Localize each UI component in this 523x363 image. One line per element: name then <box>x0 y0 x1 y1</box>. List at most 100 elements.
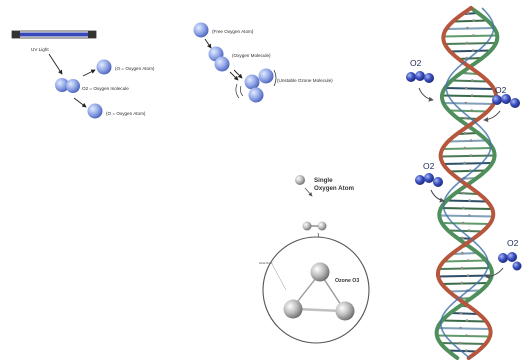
single-oxygen-atom <box>295 175 305 185</box>
dna-atom-dot <box>470 94 474 97</box>
dna-atom-dot <box>462 191 466 195</box>
dna-atom-dot <box>465 334 468 337</box>
dna-atom-dot <box>472 34 475 37</box>
dna-atom-dot <box>464 116 467 120</box>
dna-atom-dot <box>469 169 472 172</box>
weak-bond-pointer <box>271 263 287 291</box>
dna-atom-dot <box>459 311 463 315</box>
dna-atom-dot <box>459 326 463 330</box>
dna-base-pair <box>448 169 487 173</box>
ozone-formation-panel: (Free Oxygen Atom) (Oxygen Molecule) (Un… <box>193 22 333 103</box>
weak-bond-label: Weak Bond <box>259 261 273 265</box>
uv-lamp <box>11 30 97 39</box>
dna-base-pair <box>442 162 493 165</box>
ozone-circle <box>262 236 370 344</box>
dna-base-pair <box>447 349 479 353</box>
dna-base-pair <box>448 229 484 233</box>
dna-atom-dot <box>463 131 467 135</box>
uv-panel: UV Light (O = Oxygen Atom) O2 = Oxygen m… <box>11 30 155 119</box>
dna-base-pair <box>446 27 495 30</box>
dna-base-pair <box>452 252 478 255</box>
dna-atom-dot <box>471 79 474 82</box>
dna-atom-dot <box>466 259 470 262</box>
single-atom-label-1: Single <box>314 177 333 184</box>
free-oxygen-atom-label: (Free Oxygen Atom) <box>212 29 254 34</box>
split-arrow-up <box>82 69 96 77</box>
oxygen-atom-bottom-label: (O = Oxygen Atom) <box>106 111 146 116</box>
dna-atom-dot <box>468 199 471 202</box>
dna-base-pair <box>439 267 491 270</box>
split-arrow-down <box>73 97 87 108</box>
dna-base-pair <box>440 154 495 158</box>
o2-group-2: O2 <box>483 85 520 123</box>
oxygen-atom-top <box>96 59 112 75</box>
dna-base-pair <box>449 139 487 143</box>
dna-atom-dot <box>461 251 464 255</box>
dna-panel: O2 O2 O2 O2 <box>406 6 522 360</box>
dna-base-pair <box>448 109 489 113</box>
dna-atom-dot <box>460 281 464 285</box>
dna-atom-dot <box>470 109 474 112</box>
o2-label-1: O2 <box>410 58 422 68</box>
dna-atom-dot <box>469 154 472 157</box>
oxygen-atom-bottom <box>87 103 103 119</box>
dna-base-pair <box>439 214 494 218</box>
dna-atom-dot <box>471 49 475 52</box>
dna-base-pair <box>444 259 487 263</box>
dna-atom-dot <box>465 319 469 322</box>
o2-group-3: O2 <box>415 161 445 203</box>
uv-bar <box>20 32 88 37</box>
dna-base-pair <box>453 19 488 23</box>
dna-atom-dot <box>472 19 476 22</box>
dna-atom-dot <box>461 221 465 225</box>
dna-base-pair <box>440 207 492 210</box>
oxygen-atom-top-label: (O = Oxygen Atom) <box>115 66 155 71</box>
dna-base-pair <box>442 319 486 323</box>
dna-base-pair <box>447 289 482 293</box>
dna-atom-dot <box>460 266 464 270</box>
dna-base-pair <box>451 79 488 83</box>
dna-base-pair <box>446 199 487 203</box>
dna-strand-blue <box>439 7 495 359</box>
ozone-o3-label: Ozone O3 <box>335 278 359 284</box>
dna-atom-dot <box>463 146 467 150</box>
o2-label-2: O2 <box>495 85 507 95</box>
dna-atom-dot <box>465 71 468 75</box>
dna-base-pair <box>437 327 490 330</box>
o2-label-4: O2 <box>507 238 519 248</box>
dna-atom-dot <box>465 41 469 45</box>
dna-base-pair <box>442 147 493 150</box>
o2-grey-molecule <box>302 221 327 231</box>
dna-base-pair <box>444 87 494 90</box>
dna-atom-dot <box>464 349 468 352</box>
dna-base-pair <box>455 192 478 195</box>
o2-label-3: O2 <box>423 161 435 171</box>
dna-base-pair <box>449 49 491 53</box>
dna-base-pair <box>458 132 479 135</box>
dna-base-pair <box>444 42 497 45</box>
dna-base-pair <box>440 342 487 345</box>
single-atom-arrow <box>304 187 313 197</box>
dna-atom-dot <box>464 101 468 105</box>
dna-atom-dot <box>466 26 469 30</box>
double-arrow <box>229 69 243 81</box>
o2-group-1: O2 <box>406 58 434 102</box>
dna-base-pair <box>441 94 497 98</box>
oxygen-molecule-label: O2 = Oxygen molecule <box>82 86 129 91</box>
ozone-o3-panel: Single Oxygen Atom Weak Bond Ozone O3 <box>259 175 370 344</box>
dna-atom-dot <box>464 86 468 90</box>
dna-atom-dot <box>462 206 465 210</box>
free-oxygen-atom <box>193 22 209 38</box>
dna-base-pair <box>450 312 478 315</box>
dna-atom-dot <box>468 214 471 217</box>
o2-group-4: O2 <box>485 238 522 280</box>
dna-atom-dot <box>466 274 470 277</box>
unstable-ozone-label: (Unstable Ozone Molecule) <box>277 78 333 83</box>
uv-arrow <box>48 53 63 75</box>
oxygen-molecule <box>55 78 80 93</box>
dna-base-pair <box>441 282 489 285</box>
dna-atom-dot <box>463 161 466 165</box>
dna-atom-dot <box>459 341 462 345</box>
